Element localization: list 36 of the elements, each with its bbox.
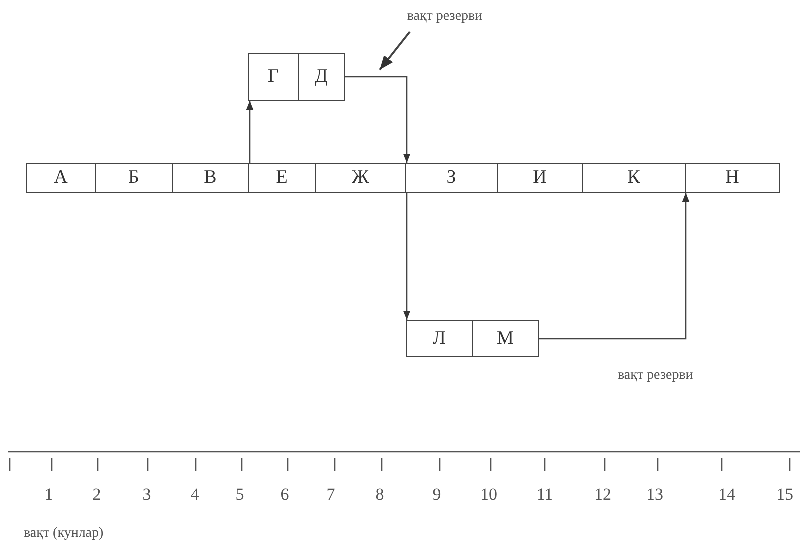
activity-box: Н xyxy=(685,163,780,193)
arrow xyxy=(246,101,254,163)
tick-label: 2 xyxy=(92,485,102,505)
arrow xyxy=(345,76,411,163)
activity-box: Е xyxy=(248,163,316,193)
annotation-text: вақт резерви xyxy=(390,6,500,28)
tick-label: 9 xyxy=(432,485,442,505)
activity-box: Л xyxy=(406,320,473,357)
arrow xyxy=(539,193,690,340)
activity-box: Ж xyxy=(315,163,406,193)
tick-label: 6 xyxy=(280,485,290,505)
activity-box: Б xyxy=(95,163,173,193)
tick-label: 7 xyxy=(326,485,336,505)
activity-box: А xyxy=(26,163,96,193)
tick-label: 11 xyxy=(536,485,554,505)
tick-label: 3 xyxy=(142,485,152,505)
axis-title: вақт (кунлар) xyxy=(24,526,104,542)
tick-label: 14 xyxy=(718,485,736,505)
tick-label: 8 xyxy=(374,485,386,505)
tick-label: 4 xyxy=(190,485,200,505)
tick-label: 1 xyxy=(44,485,54,505)
leader-arrow xyxy=(379,31,411,71)
arrow xyxy=(403,193,411,320)
tick-label: 10 xyxy=(480,485,498,505)
activity-box: К xyxy=(582,163,686,193)
tick-label: 13 xyxy=(646,485,664,505)
activity-box: И xyxy=(497,163,583,193)
activity-box: Д xyxy=(298,53,345,101)
activity-box: Г xyxy=(248,53,299,101)
annotation-text: вақт резерви xyxy=(618,368,694,384)
tick-label: 12 xyxy=(594,485,612,505)
activity-box: М xyxy=(472,320,539,357)
tick-label: 5 xyxy=(234,485,246,505)
tick-label: 15 xyxy=(776,485,794,505)
activity-box: В xyxy=(172,163,249,193)
activity-box: З xyxy=(405,163,498,193)
